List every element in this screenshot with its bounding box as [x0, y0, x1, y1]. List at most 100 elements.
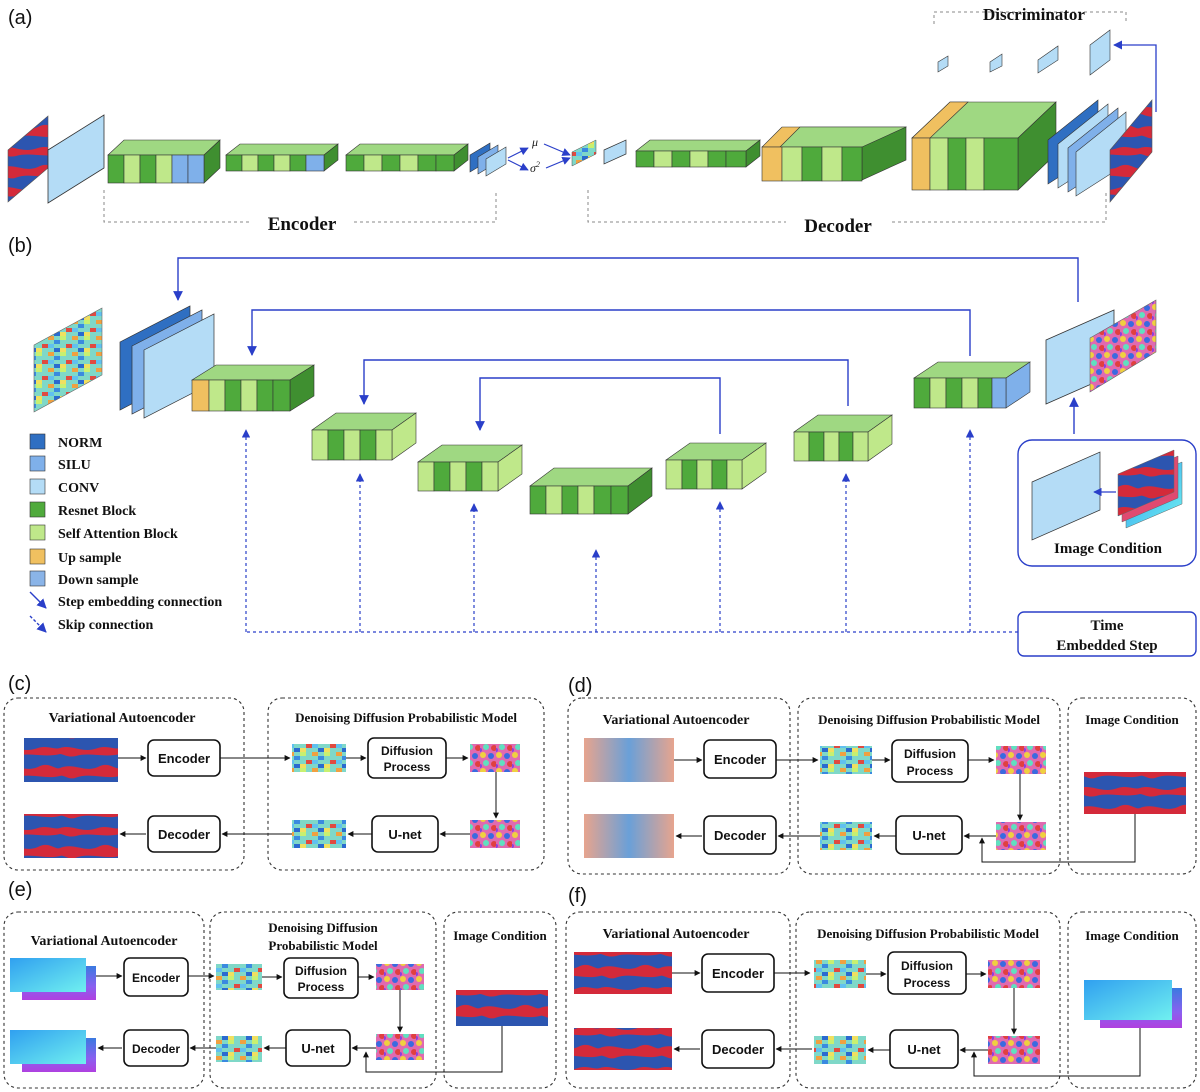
legend-item-conv: CONV [29, 478, 99, 496]
image-condition-box: Image Condition [1017, 439, 1197, 567]
output-channel-image [1109, 99, 1153, 203]
encoder-box: Encoder [701, 953, 775, 993]
time-embedded-step-box: Time Embedded Step [1017, 611, 1197, 657]
panel-c-pipeline: Variational Autoencoder Encoder Decoder … [3, 697, 545, 871]
encoder-box: Encoder [123, 957, 189, 997]
legend: NORM SILU CONV Resnet Block Self Attenti… [29, 433, 222, 633]
condition-frame [443, 911, 557, 1089]
condition-arrow [363, 1026, 503, 1073]
unet-input-layers [119, 305, 215, 419]
svg-text:Self Attention Block: Self Attention Block [58, 527, 178, 542]
latent-image [571, 139, 597, 167]
unet-down-block-3 [417, 444, 523, 492]
discriminator-bracket [933, 11, 1127, 24]
image-condition-label: Image Condition [1054, 541, 1163, 557]
discriminator-arrow [1113, 40, 1157, 112]
legend-item-self-attention: Self Attention Block [29, 524, 178, 542]
vae-title: Variational Autoencoder [31, 934, 178, 949]
input-image-stack [10, 958, 96, 1000]
svg-text:Diffusion: Diffusion [904, 747, 956, 761]
decoder-block-2 [761, 126, 907, 182]
svg-text:Encoder: Encoder [158, 751, 210, 766]
encoder-label: Encoder [268, 214, 337, 235]
vae-frame [3, 911, 205, 1089]
svg-text:Encoder: Encoder [132, 971, 180, 985]
ddpm-frame [797, 697, 1061, 875]
step-connection-outer [173, 257, 1079, 302]
legend-item-silu: SILU [29, 455, 91, 473]
decoder-block-3 [911, 101, 1057, 191]
diffusion-process-box: Diffusion Process [887, 951, 967, 995]
condition-frame [1067, 697, 1197, 875]
encoder-block-3 [345, 143, 469, 172]
svg-text:Up sample: Up sample [58, 551, 121, 566]
svg-text:Diffusion: Diffusion [295, 964, 347, 978]
svg-text:Decoder: Decoder [132, 1042, 180, 1056]
decoder-label: Decoder [804, 216, 872, 237]
encoder-box: Encoder [703, 739, 777, 779]
mu-label: μ [531, 135, 538, 149]
svg-text:NORM: NORM [58, 436, 102, 451]
unet-mid-block [529, 467, 653, 515]
step-connection-3 [359, 359, 849, 406]
sigma-label: σ2 [530, 160, 540, 175]
panel-a-vae-gan: μ σ2 [7, 5, 1157, 237]
vae-frame [567, 697, 791, 875]
svg-text:U-net: U-net [301, 1041, 335, 1056]
unet-down-block-2 [311, 412, 417, 461]
arrow-from-sigma [545, 157, 571, 169]
unet-up-block-2 [793, 414, 893, 462]
svg-text:Diffusion: Diffusion [381, 744, 433, 758]
vae-title: Variational Autoencoder [603, 927, 750, 942]
condition-title: Image Condition [1085, 928, 1179, 943]
ddpm-frame [209, 911, 437, 1089]
svg-text:U-net: U-net [907, 1042, 941, 1057]
condition-title: Image Condition [453, 928, 547, 943]
svg-text:Process: Process [904, 976, 951, 990]
reconstructed-image [574, 1028, 672, 1070]
svg-text:Down sample: Down sample [58, 573, 139, 588]
noise-image-bottom [376, 1034, 424, 1060]
legend-item-step-embedding: Step embedding connection [29, 591, 222, 610]
reconstructed-image [584, 814, 674, 858]
condition-frame [1067, 911, 1197, 1089]
condition-image-stack [1084, 980, 1182, 1028]
unet-box: U-net [285, 1029, 351, 1067]
svg-text:Process: Process [384, 760, 431, 774]
encoder-block-2 [225, 143, 339, 172]
legend-item-upsample: Up sample [29, 548, 121, 566]
arrow-from-mu [543, 143, 571, 156]
ddpm-title: Denoising Diffusion Probabilistic Model [295, 710, 517, 725]
condition-stack-1 [1117, 449, 1175, 517]
discriminator-layers [937, 29, 1111, 76]
vae-frame [565, 911, 791, 1089]
unet-box: U-net [895, 815, 963, 855]
condition-title: Image Condition [1085, 712, 1179, 727]
discriminator-label: Discriminator [983, 5, 1085, 24]
condition-arrow [971, 1028, 1141, 1077]
panel-e-pipeline: Variational Autoencoder Encoder Decoder … [3, 911, 557, 1089]
step-connection-4 [475, 377, 721, 434]
legend-item-resnet: Resnet Block [29, 501, 136, 519]
step-connection-2 [247, 309, 971, 356]
legend-item-skip-connection: Skip connection [29, 615, 154, 633]
panel-label-c: (c) [8, 673, 31, 695]
time-label-line2: Embedded Step [1056, 638, 1157, 654]
conv-layer [47, 114, 105, 204]
decoder-conv-in [603, 139, 627, 165]
panel-label-b: (b) [8, 235, 32, 257]
input-latent-image [33, 307, 103, 413]
noise-image-top [376, 964, 424, 990]
output-noise-image [1089, 299, 1157, 393]
ddpm-title-line2: Probabilistic Model [268, 938, 378, 953]
latent-image-bottom [820, 822, 872, 850]
svg-text:Process: Process [907, 764, 954, 778]
unet-box: U-net [371, 815, 439, 853]
decoder-box: Decoder [123, 1029, 189, 1067]
svg-text:Skip connection: Skip connection [58, 618, 154, 633]
latent-image-bottom [216, 1036, 262, 1062]
panel-label-a: (a) [8, 7, 32, 29]
input-image [24, 738, 118, 782]
condition-arrow [979, 814, 1136, 863]
